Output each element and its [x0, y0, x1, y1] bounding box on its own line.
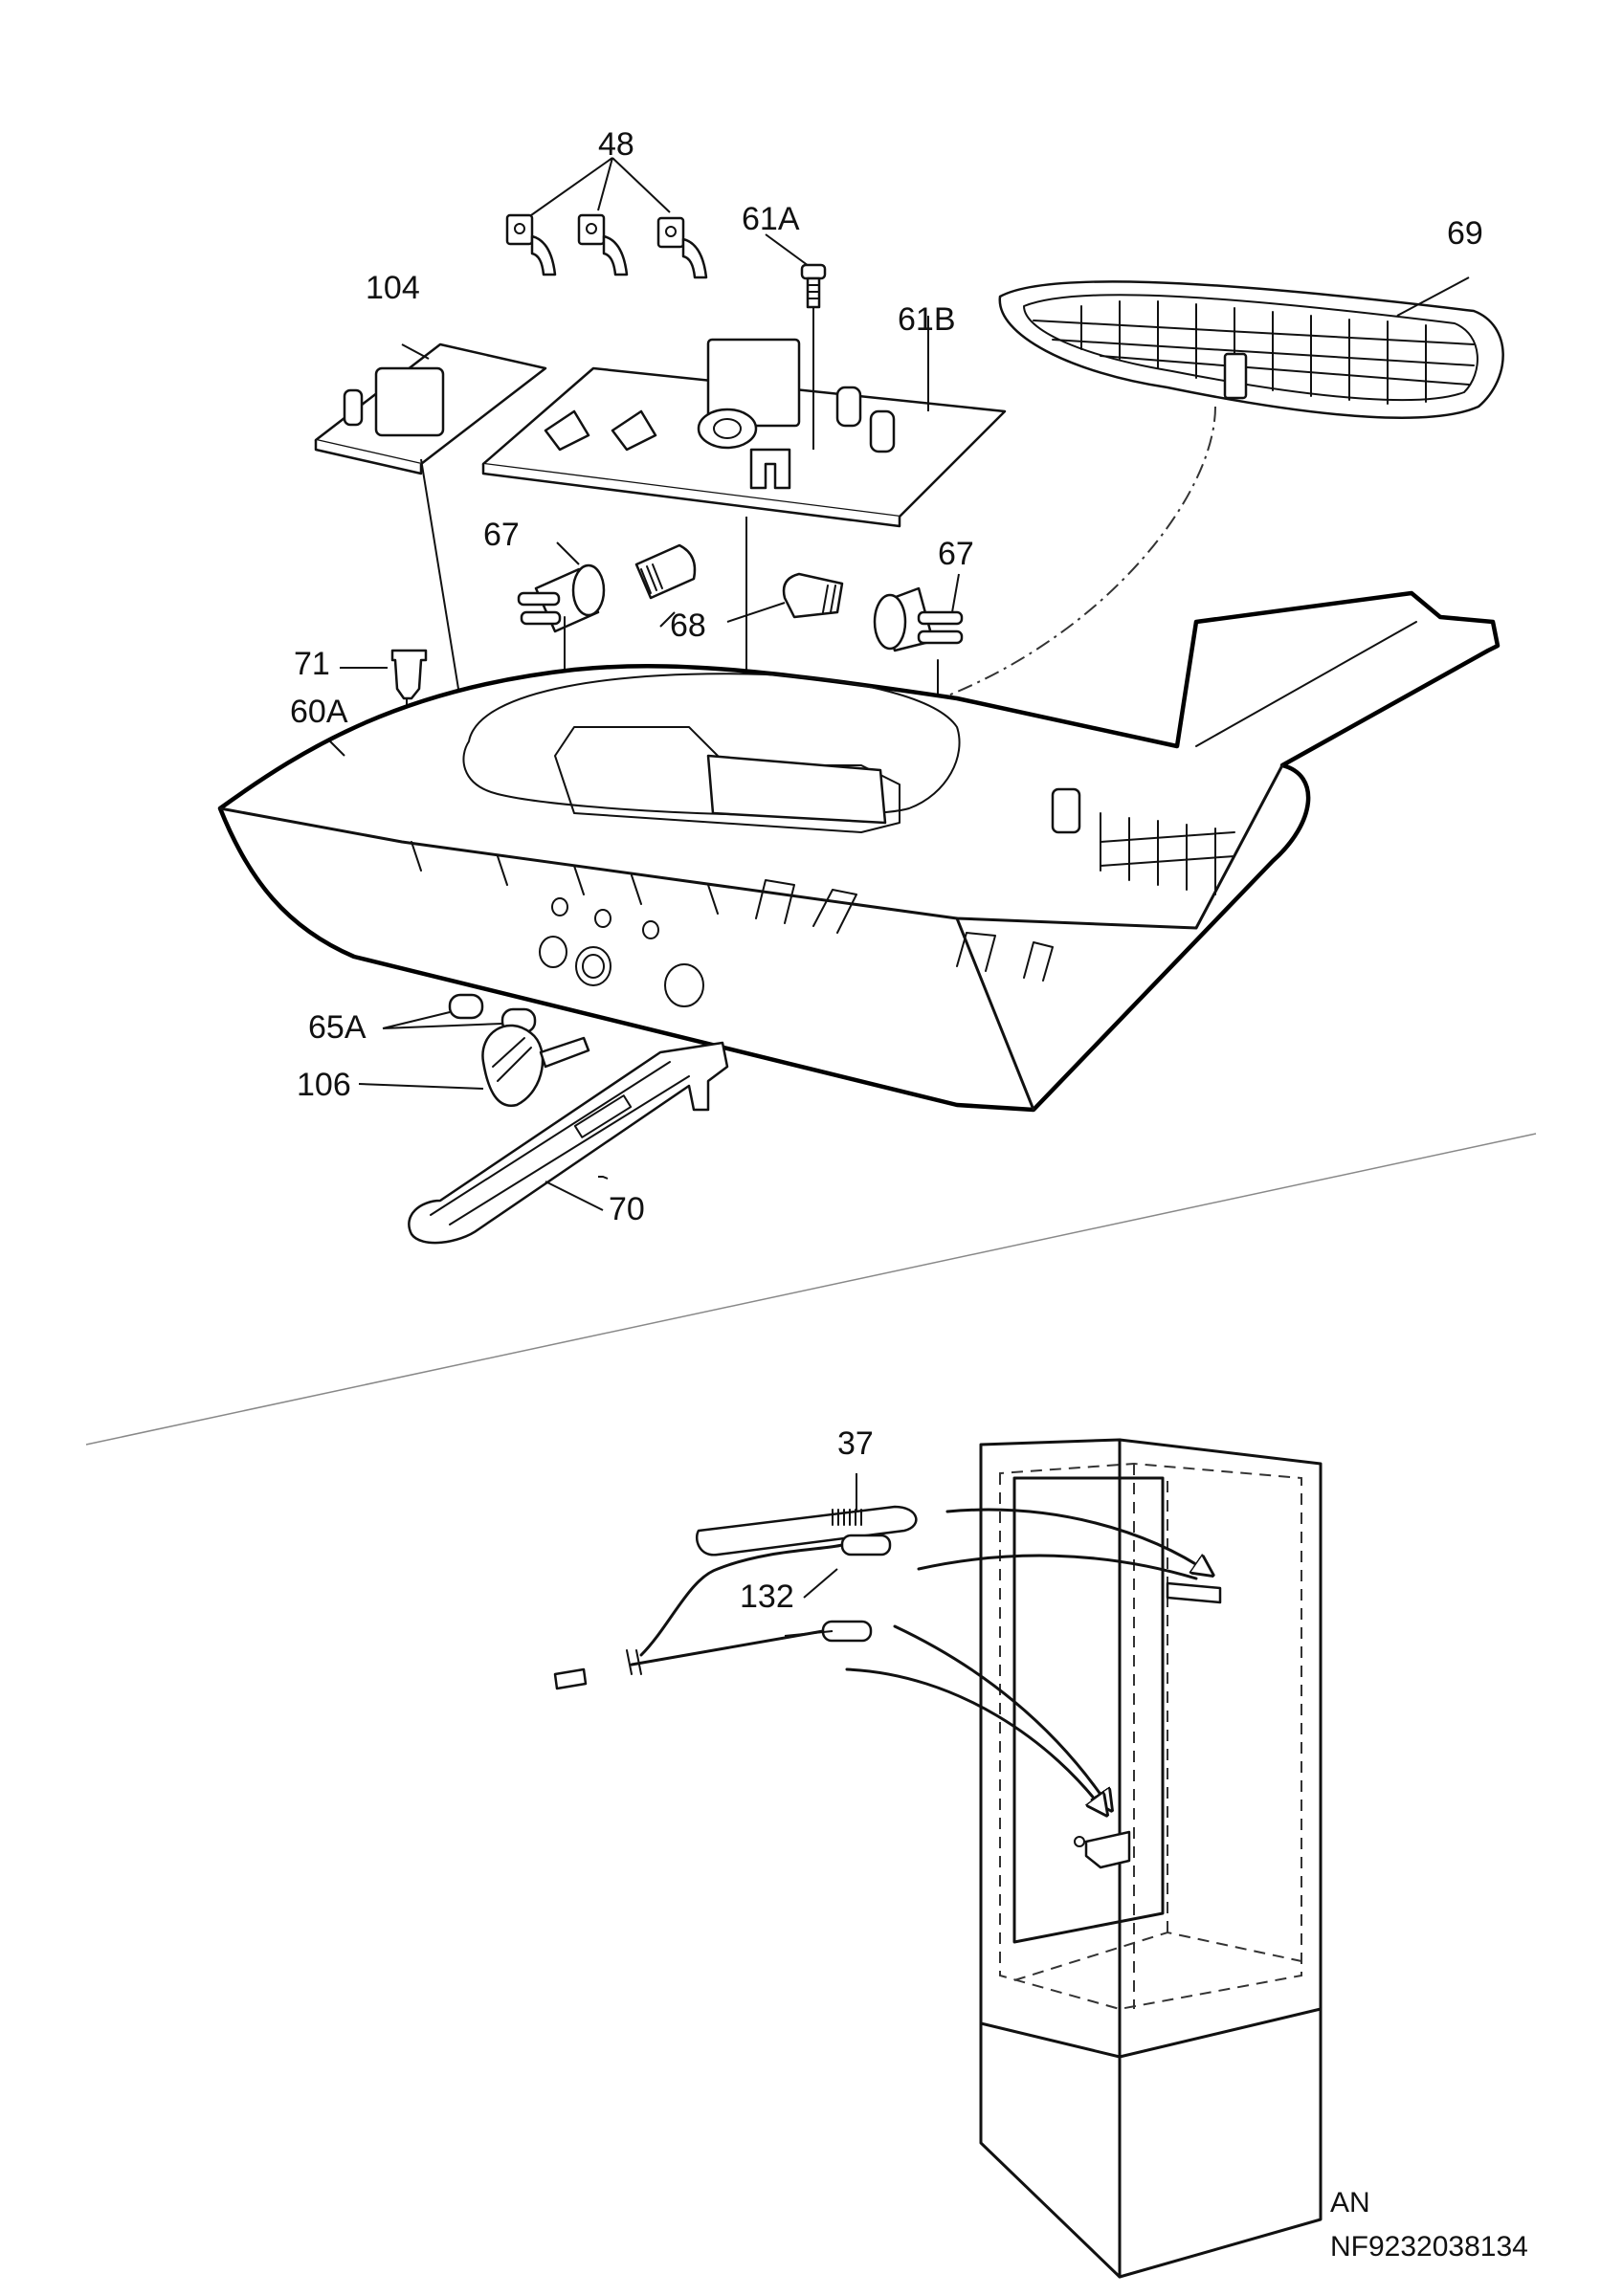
sensor-cable-132	[553, 1534, 1198, 1869]
callout-69: 69	[1447, 215, 1483, 252]
switch-clip-48-group	[505, 157, 708, 279]
callout-65A: 65A	[308, 1009, 367, 1046]
callout-37: 37	[837, 1425, 874, 1462]
knob-106	[358, 1024, 590, 1108]
footer-part-number: NF9232038134	[1330, 2231, 1528, 2263]
callout-61B: 61B	[898, 301, 956, 338]
pcb-104	[314, 342, 547, 843]
callout-48: 48	[598, 126, 634, 163]
callout-67-right: 67	[938, 536, 974, 572]
divider-line	[85, 1133, 1537, 1446]
footer-code: AN	[1330, 2187, 1370, 2219]
callout-61A: 61A	[742, 201, 800, 237]
grille-69	[765, 276, 1504, 752]
callout-104: 104	[366, 270, 420, 306]
callout-106: 106	[297, 1067, 351, 1103]
housing-tray-60A	[217, 590, 1501, 1113]
callout-67-left: 67	[483, 517, 520, 553]
lamp-68-left	[634, 543, 697, 600]
slider-70	[408, 1041, 729, 1245]
callout-60A: 60A	[290, 694, 348, 730]
callout-71: 71	[294, 646, 330, 682]
callout-68: 68	[670, 607, 706, 644]
callout-132: 132	[740, 1578, 794, 1615]
bracket-37	[695, 1473, 1222, 1604]
lamp-68-right	[659, 572, 844, 628]
screw-61A	[765, 233, 827, 309]
callout-70: 70	[609, 1191, 645, 1227]
cabinet-outline	[979, 1438, 1323, 2279]
